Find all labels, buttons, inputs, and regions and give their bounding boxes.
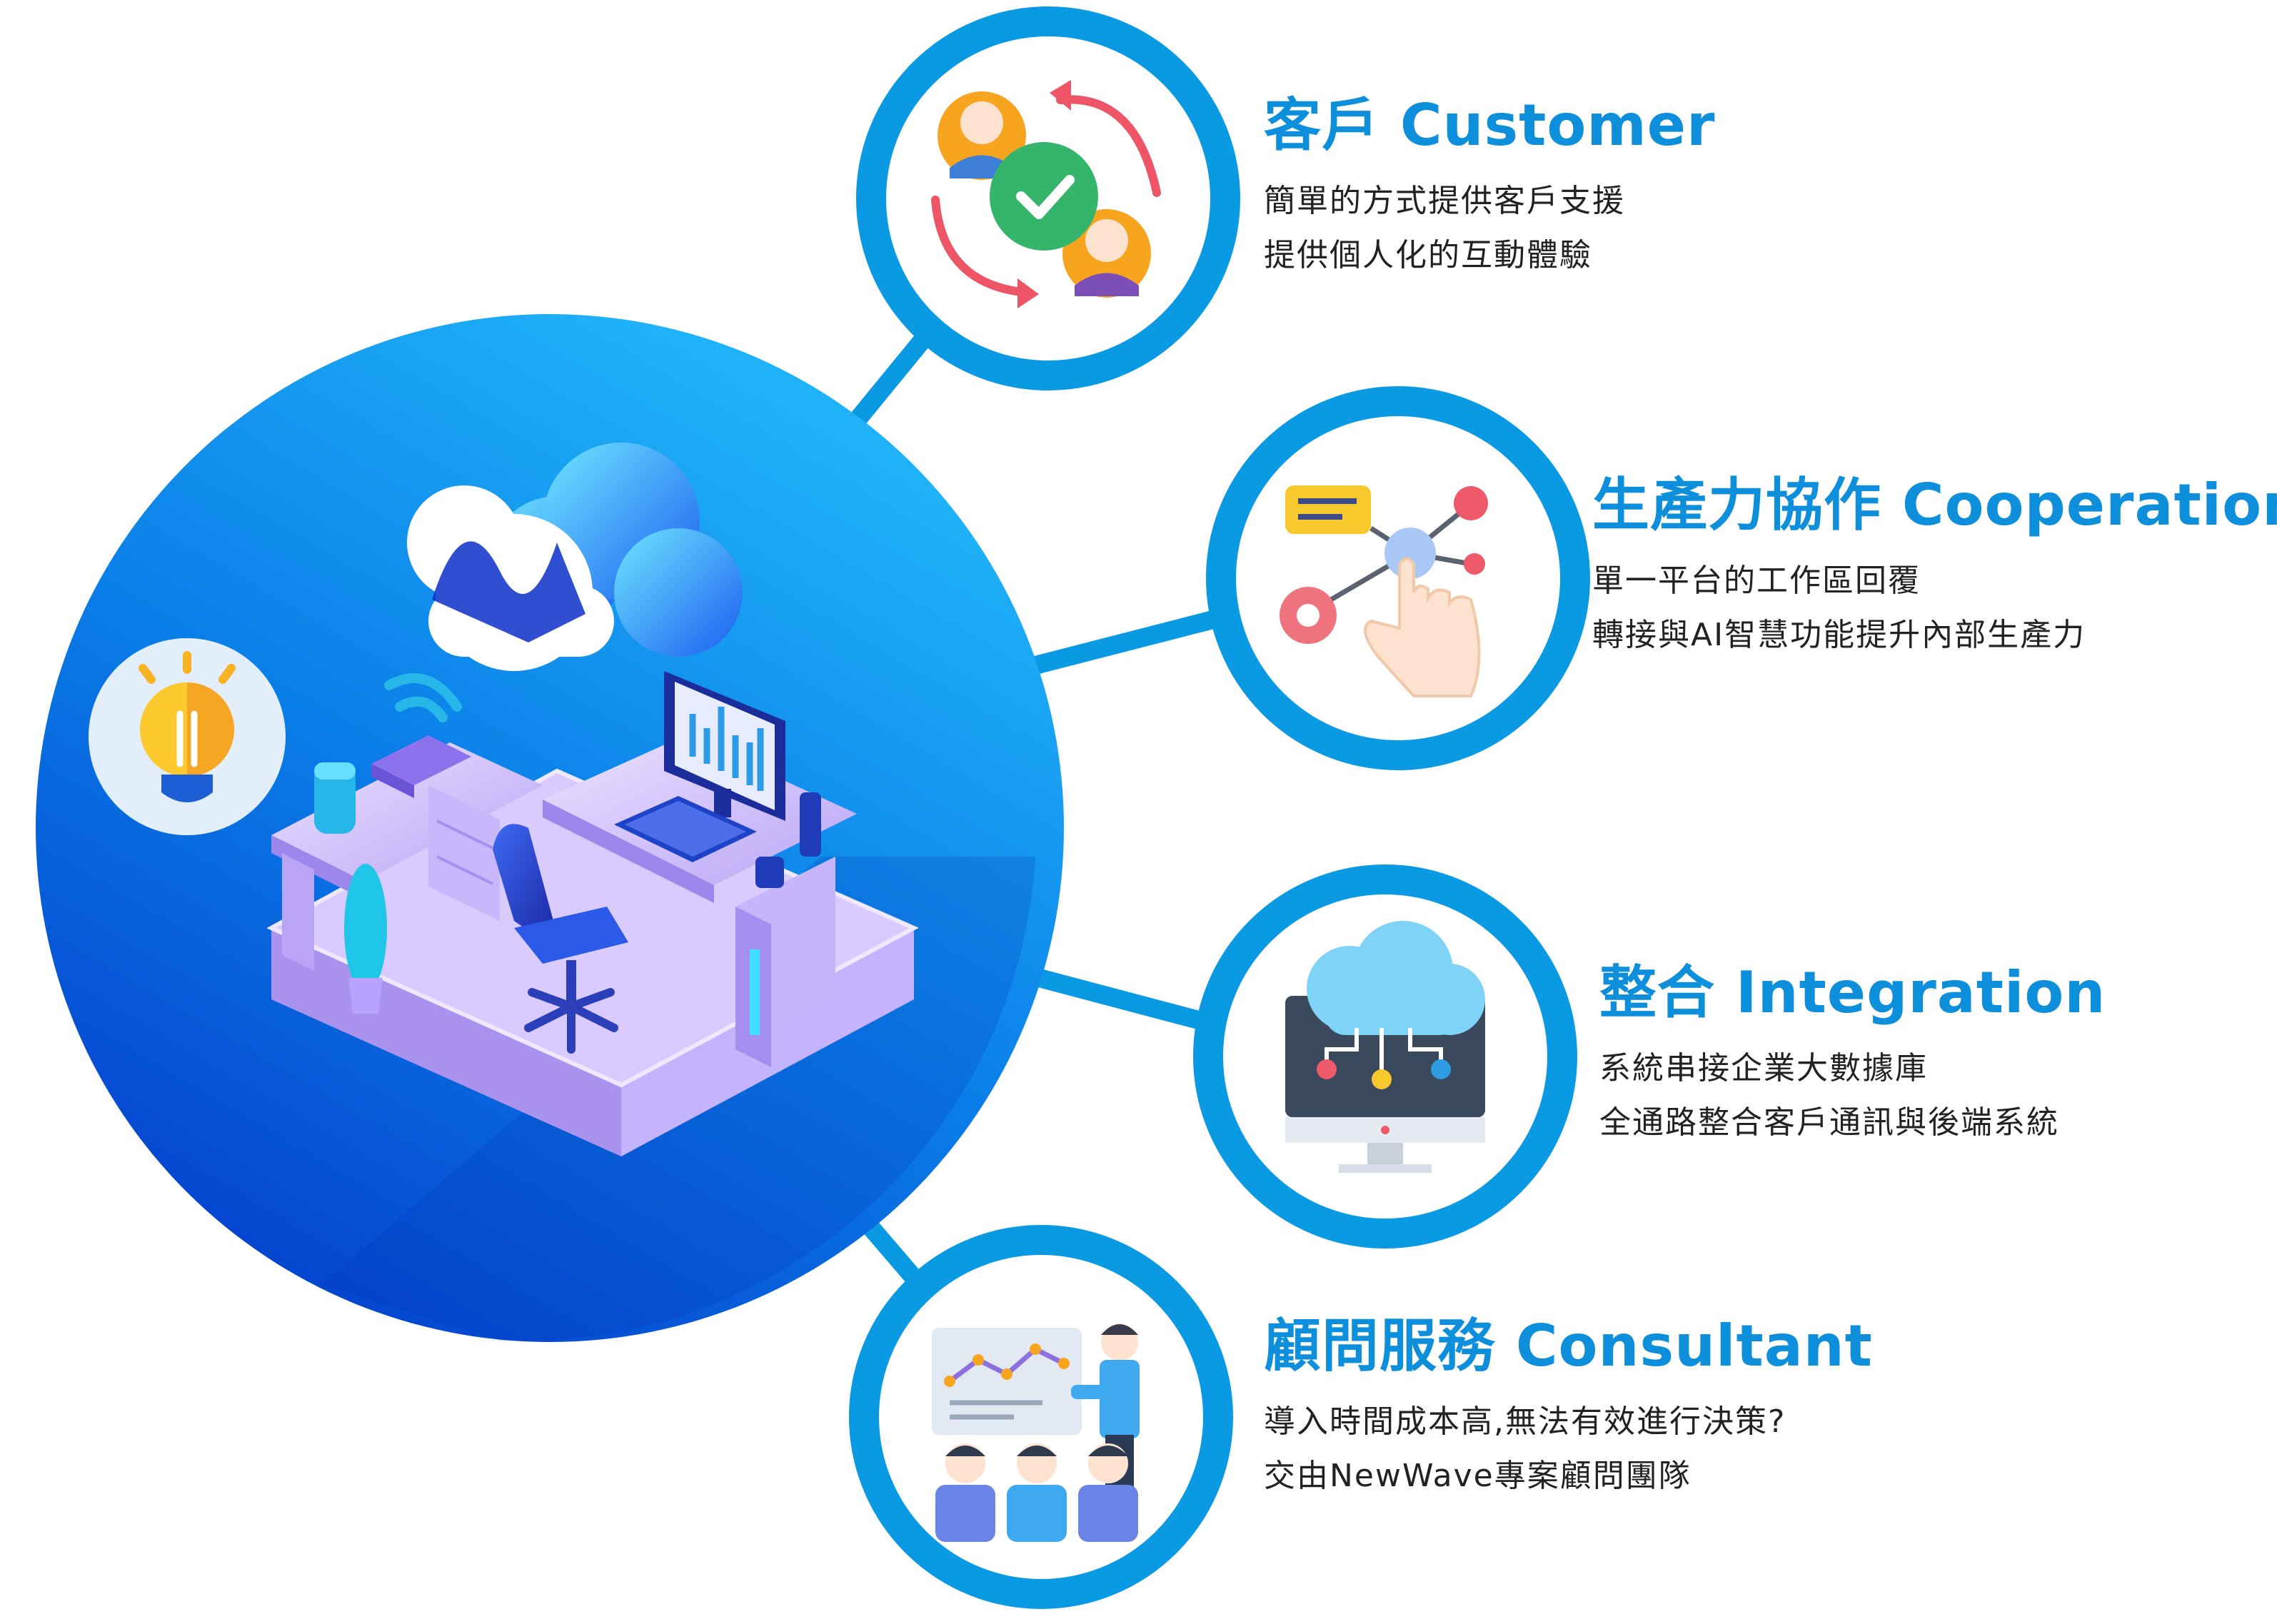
node-integration [1193, 864, 1577, 1249]
office-chair-icon [493, 824, 628, 1054]
feature-integration: 整合 Integration 系統串接企業大數據庫 全通路整合客戶通訊與後端系統 [1599, 960, 2106, 1150]
feature-line: 系統串接企業大數據庫 [1599, 1050, 1928, 1086]
node-consultant [849, 1225, 1233, 1609]
network-touch-icon [1280, 485, 1488, 697]
feature-customer: 客戶 Customer 簡單的方式提供客戶支援 提供個人化的互動體驗 [1264, 93, 1715, 283]
feature-line: 交由NewWave專案顧問團隊 [1264, 1458, 1692, 1494]
wifi-router-icon [314, 673, 471, 834]
feature-line: 導入時間成本高,無法有效進行決策? [1264, 1403, 1786, 1440]
right-desk [543, 735, 857, 1067]
keyboard-icon [614, 796, 757, 862]
monitor-chart-icon [664, 671, 785, 821]
feature-line: 轉接與AI智慧功能提升內部生產力 [1592, 617, 2086, 653]
feature-title: 整合 Integration [1599, 959, 2106, 1026]
audience [935, 1443, 1138, 1542]
lightbulb-icon [89, 638, 286, 835]
feature-line: 全通路整合客戶通訊與後端系統 [1599, 1104, 2059, 1141]
node-cooperation [1206, 386, 1590, 770]
feature-title: 顧問服務 Consultant [1264, 1313, 1873, 1379]
feature-title: 客戶 Customer [1264, 92, 1716, 158]
feature-line: 提供個人化的互動體驗 [1264, 237, 1592, 273]
feature-line: 簡單的方式提供客戶支援 [1264, 183, 1625, 219]
node-customer [856, 6, 1240, 390]
feature-line: 單一平台的工作區回覆 [1592, 563, 1921, 599]
plant-icon [344, 864, 387, 1014]
cloud-computer-icon [1285, 921, 1485, 1173]
feature-title: 生產力協作 Cooperation [1592, 472, 2277, 538]
customer-support-icon [931, 80, 1161, 308]
mug-icon [755, 792, 821, 888]
feature-cooperation: 生產力協作 Cooperation 單一平台的工作區回覆 轉接與AI智慧功能提升… [1592, 473, 2277, 662]
hub [36, 314, 1064, 1342]
cloud-icon [407, 443, 743, 671]
presentation-team-icon [932, 1323, 1140, 1542]
feature-consultant: 顧問服務 Consultant 導入時間成本高,無法有效進行決策? 交由NewW… [1264, 1313, 1873, 1503]
desk-icon [271, 742, 543, 971]
